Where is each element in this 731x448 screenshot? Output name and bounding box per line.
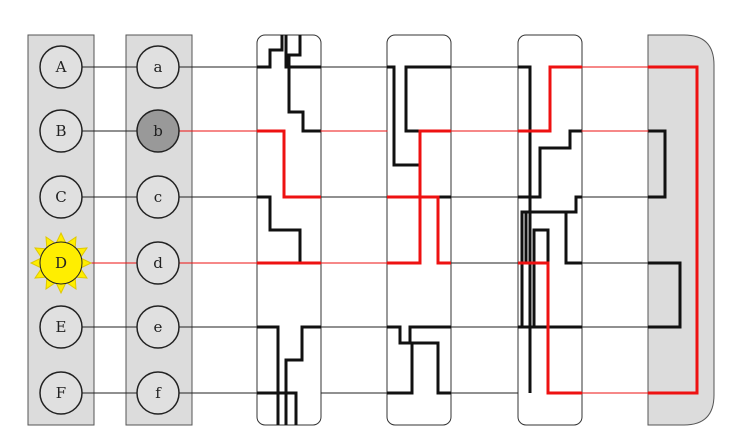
key-f[interactable]: f [136,371,180,415]
lamp-d: D [29,231,93,295]
reflector-wire [648,129,667,199]
lamp-label: F [56,384,66,402]
key-label: a [154,58,163,76]
lamp-a: A [39,45,83,89]
key-label: d [153,254,163,272]
lamp-label: A [55,58,67,76]
lamp-label: E [56,318,67,336]
key-label: f [155,384,162,402]
key-e[interactable]: e [136,305,180,349]
lamp-panel [27,34,95,426]
key-circle [136,305,180,349]
reflector [647,34,715,426]
key-b[interactable]: b [136,109,180,153]
rotor-2-wire [404,65,451,133]
lamp-b: B [39,109,83,153]
key-c[interactable]: c [136,175,180,219]
rotor-3-active-wire [518,65,582,133]
rotor-1-active-wire [257,129,321,199]
lamp-circle [39,175,83,219]
rotor-1-wire [257,35,284,69]
rotor-3-active-wire [518,261,582,395]
key-circle [136,109,180,153]
keyboard-panel [125,34,193,426]
reflector-wire [648,261,682,329]
rotor-1-wire [284,325,321,425]
lamp-circle [39,241,83,285]
rotor-2-active-wire [387,129,451,265]
rotor-3-wire [518,129,582,199]
lamp-label: B [55,122,66,140]
key-label: b [153,122,163,140]
rotor-2-wire [408,325,451,395]
key-circle [136,175,180,219]
lamp-circle [39,305,83,349]
lamp-circle [39,45,83,89]
rotor-2-wire [387,325,414,395]
key-d[interactable]: d [136,241,180,285]
lamp-c: C [39,175,83,219]
lamp-e: E [39,305,83,349]
rotor-2-active-wire [387,195,451,265]
rotor-1-wire [284,35,321,69]
key-circle [136,371,180,415]
rotor-3-wire [518,65,532,393]
lamp-f: F [39,371,83,415]
rotor-1-wire [287,35,321,133]
key-circle [136,241,180,285]
key-label: c [154,188,162,206]
reflector-active-wire [648,65,699,395]
lamp-circle [39,109,83,153]
key-label: e [154,318,163,336]
rotor-1-wire [257,391,298,425]
key-a[interactable]: a [136,45,180,89]
key-circle [136,45,180,89]
lamp-label: D [55,254,67,272]
lamp-circle [39,371,83,415]
lamp-label: C [55,188,66,206]
